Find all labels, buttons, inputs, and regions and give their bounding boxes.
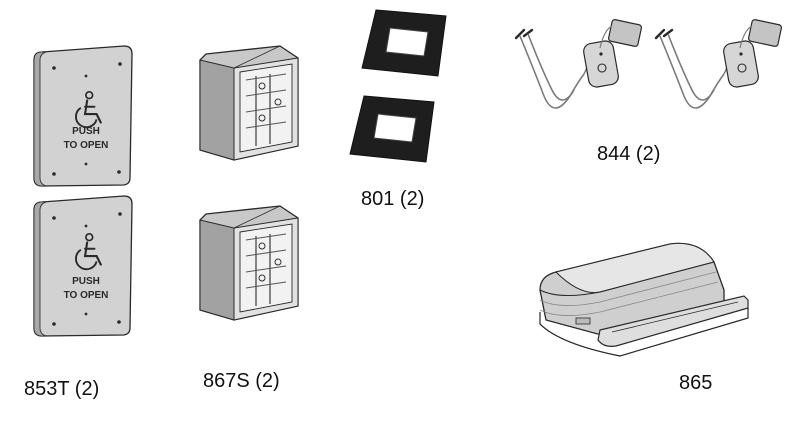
label-801: 801 (2) xyxy=(361,188,425,210)
plate-text-line2: TO OPEN xyxy=(64,290,109,301)
push-plate-853t-bottom: PUSH TO OPEN xyxy=(33,195,133,337)
label-865: 865 xyxy=(679,372,713,394)
receiver-865 xyxy=(539,242,749,357)
transmitter-844-left xyxy=(514,17,644,110)
label-867s: 867S (2) xyxy=(203,370,280,392)
label-844: 844 (2) xyxy=(597,143,661,165)
push-plate-853t-top: PUSH TO OPEN xyxy=(33,45,133,187)
surface-box-867s-top xyxy=(199,45,299,161)
plate-text-line2: TO OPEN xyxy=(64,140,109,151)
label-853t: 853T (2) xyxy=(24,378,100,400)
transmitter-844-right xyxy=(654,17,784,110)
surface-box-867s-bottom xyxy=(199,205,299,321)
plate-text-line1: PUSH xyxy=(72,276,100,287)
gasket-801-top xyxy=(361,9,447,77)
gasket-801-bottom xyxy=(349,95,435,163)
plate-text-line1: PUSH xyxy=(72,126,100,137)
